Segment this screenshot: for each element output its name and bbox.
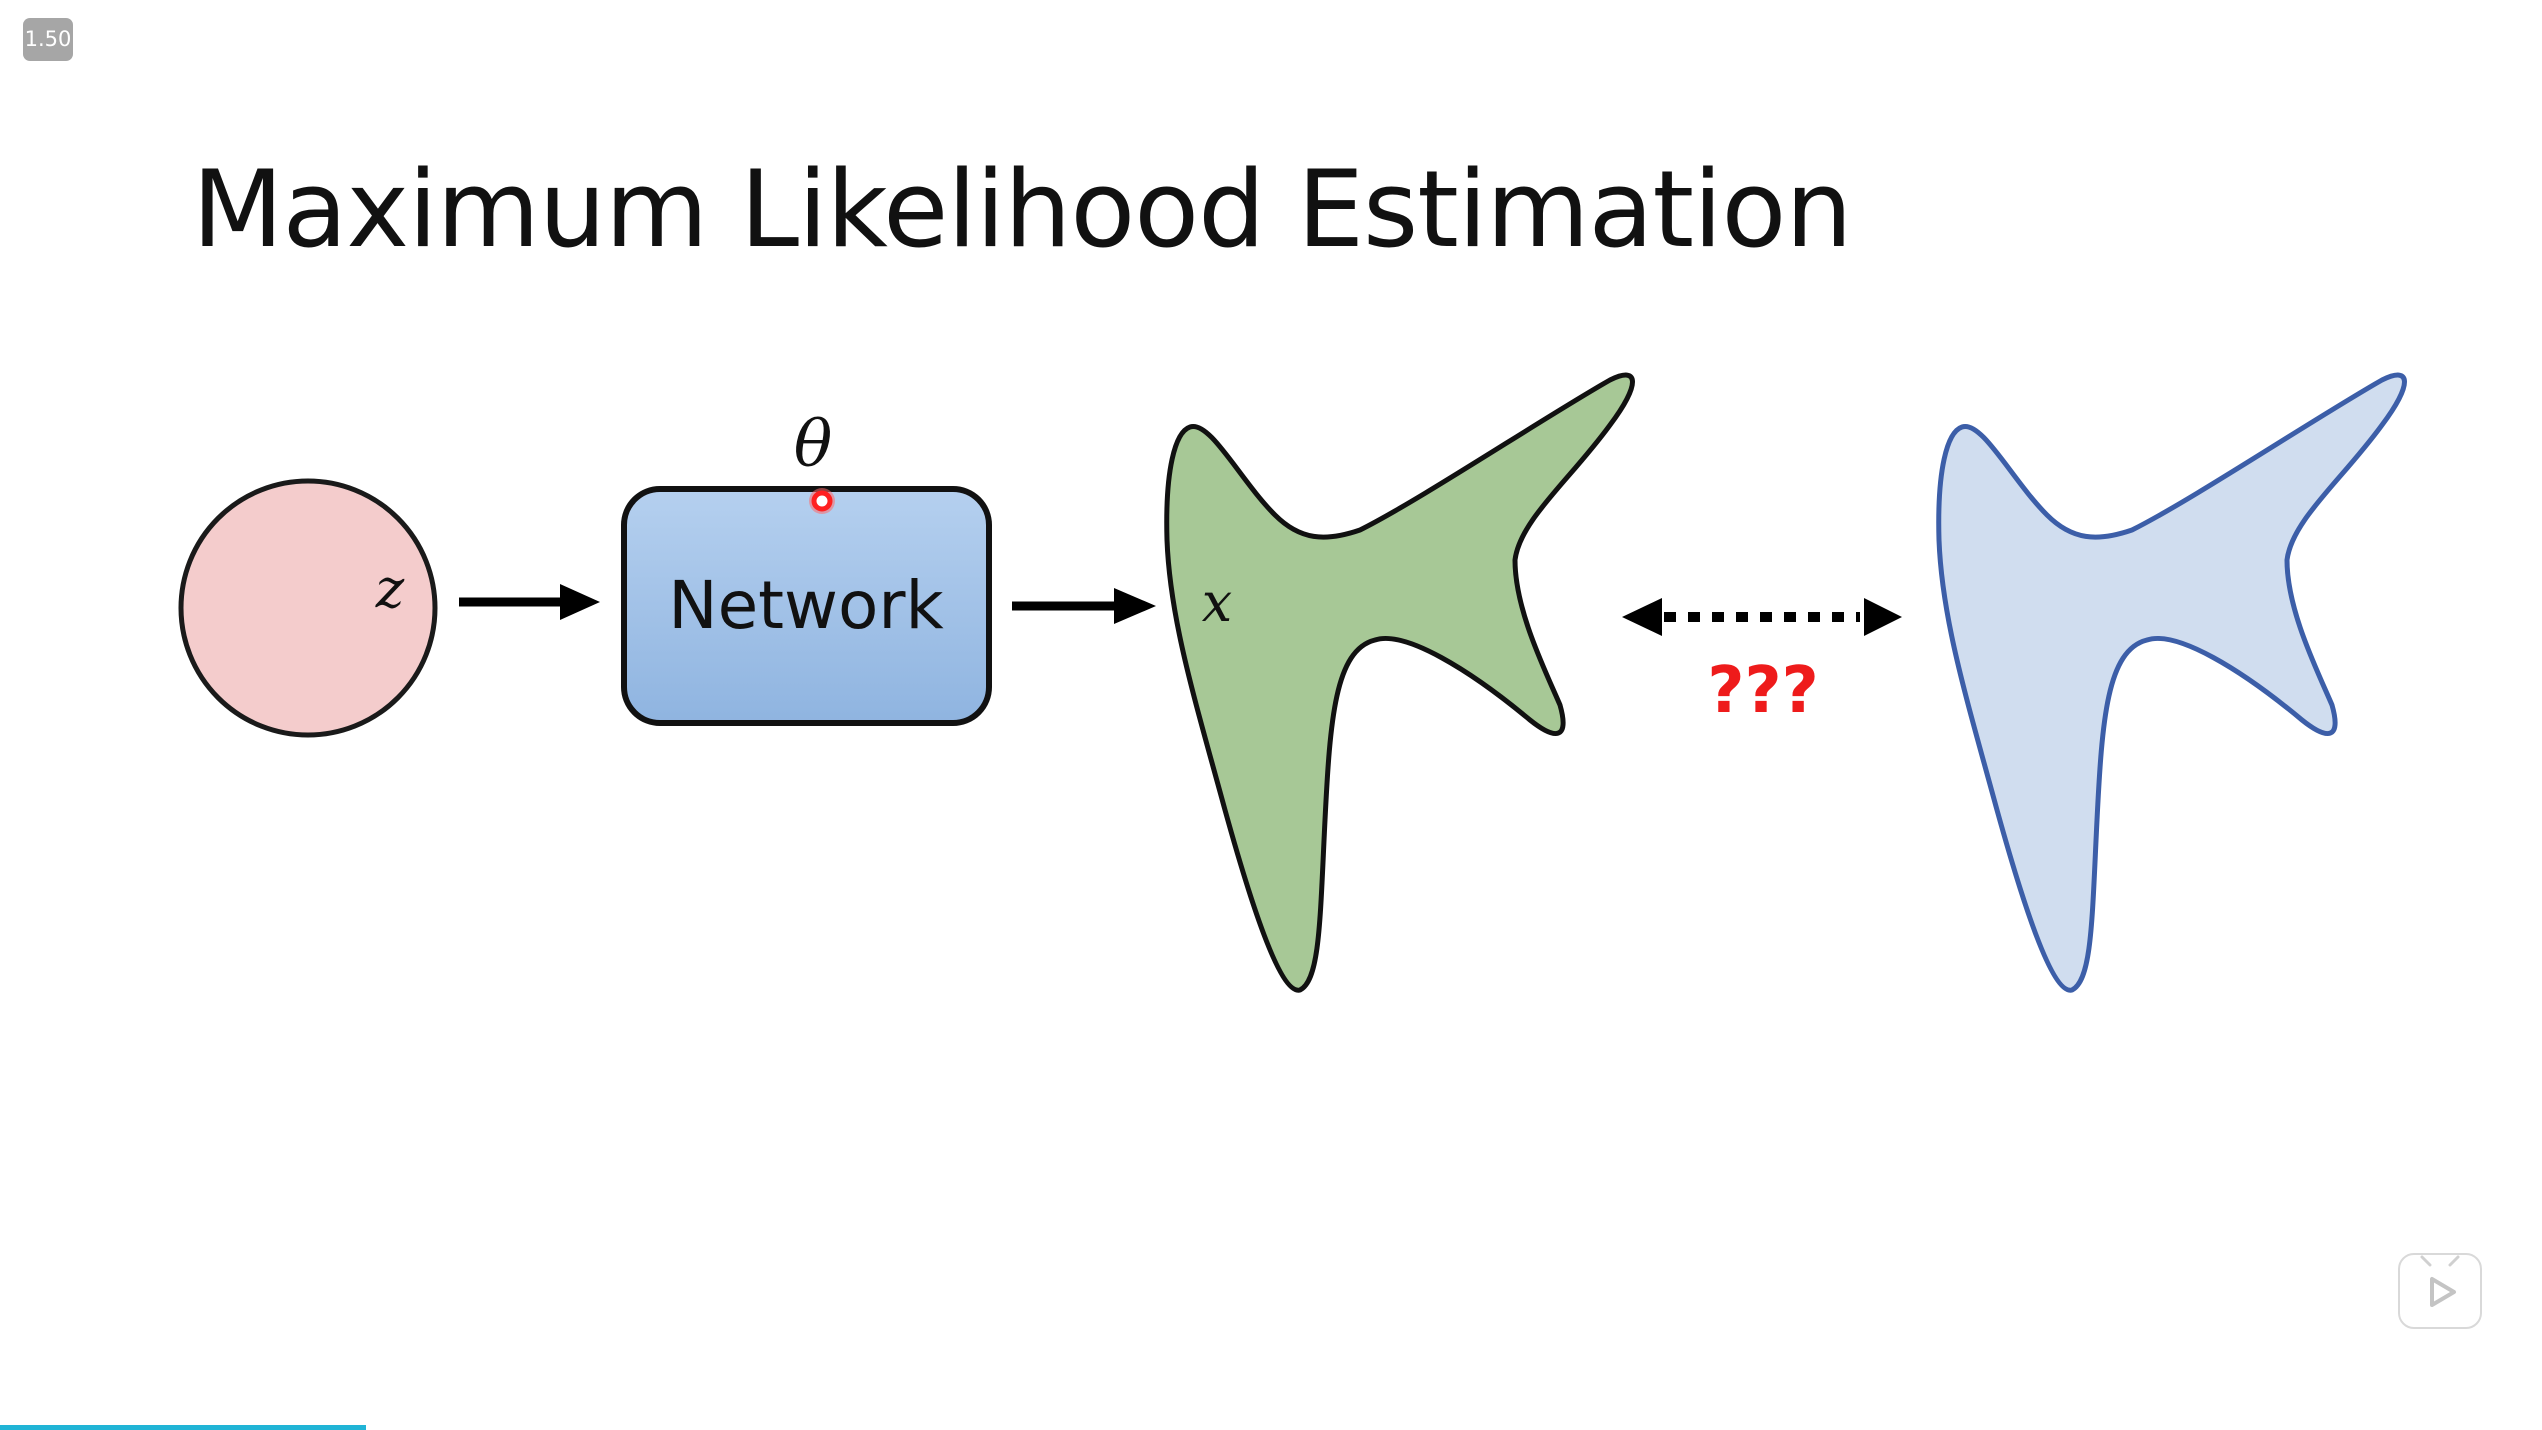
comparison-question-marks: ??? (1707, 654, 1818, 728)
latent-z-label: z (375, 557, 405, 620)
play-button[interactable] (2398, 1253, 2482, 1329)
network-label: Network (668, 567, 944, 644)
real-distribution-shape (1936, 372, 2407, 993)
comparison-double-arrow (1622, 598, 1902, 636)
arrow-network-to-x (1012, 588, 1156, 624)
network-box (621, 486, 992, 726)
theta-label: θ (794, 408, 833, 482)
play-icon (2420, 1255, 2460, 1307)
arrow-z-to-network (459, 584, 600, 620)
output-x-label: x (1202, 571, 1232, 634)
playback-speed-badge[interactable]: 1.50 (23, 18, 73, 61)
slide-title: Maximum Likelihood Estimation (192, 148, 1853, 271)
video-progress-fill (0, 1425, 367, 1430)
generated-distribution-shape (1164, 372, 1635, 993)
video-progress-bar[interactable] (0, 1425, 2542, 1430)
laser-pointer-dot (809, 488, 835, 514)
latent-z-circle (178, 478, 438, 738)
